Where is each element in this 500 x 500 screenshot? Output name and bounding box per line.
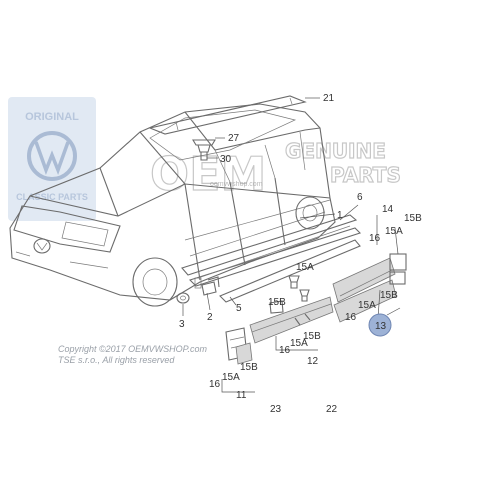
moulding-11	[225, 327, 253, 365]
callout-15b-left[interactable]: 15B	[240, 362, 258, 373]
callout-15a-mid-2[interactable]: 15A	[290, 338, 308, 349]
callout-15a-left[interactable]: 15A	[222, 372, 240, 383]
callout-15b-top[interactable]: 15B	[404, 213, 422, 224]
callout-15b-mid-2[interactable]: 15B	[303, 331, 321, 342]
callout-12[interactable]: 12	[307, 356, 319, 367]
watermark-site-text: oemvwshop.com	[210, 181, 263, 188]
watermark-original-text: ORIGINAL	[25, 111, 79, 123]
watermark-parts-text: PARTS	[330, 163, 401, 187]
sill-trim-strips	[181, 214, 362, 303]
callout-15a-top[interactable]: 15A	[385, 226, 403, 237]
watermark-classic-parts-text: CLASSIC PARTS	[16, 192, 88, 202]
moulding-13	[332, 253, 407, 323]
vw-logo-icon	[27, 131, 77, 181]
vw-classic-parts-watermark: ORIGINAL CLASSIC PARTS	[8, 97, 96, 221]
oem-genuine-parts-watermark: OEM GENUINE PARTS oemvwshop.com	[149, 138, 401, 201]
callout-22[interactable]: 22	[326, 404, 338, 415]
callout-6[interactable]: 6	[357, 192, 363, 203]
callout-11[interactable]: 11	[236, 390, 247, 401]
copyright-line-2: TSE s.r.o., All rights reserved	[58, 355, 175, 365]
callout-30[interactable]: 30	[220, 154, 232, 165]
watermark-genuine-text: GENUINE	[285, 139, 386, 163]
callout-15a-right[interactable]: 15A	[358, 300, 376, 311]
highlight-marker-13	[368, 313, 392, 337]
callout-27[interactable]: 27	[228, 133, 240, 144]
callout-1[interactable]: 1	[337, 210, 343, 221]
callout-2[interactable]: 2	[207, 312, 213, 323]
callout-14[interactable]: 14	[382, 204, 394, 215]
leader-lines	[182, 97, 401, 393]
callout-15b-right[interactable]: 15B	[380, 290, 398, 301]
part-30-clip	[192, 139, 216, 161]
moulding-12	[249, 296, 334, 344]
callout-21[interactable]: 21	[323, 93, 335, 104]
callout-16-left[interactable]: 16	[209, 379, 221, 390]
trim-clips-mid	[269, 275, 310, 314]
callout-23[interactable]: 23	[270, 404, 282, 415]
callout-15b-mid[interactable]: 15B	[268, 297, 286, 308]
callout-3[interactable]: 3	[179, 319, 185, 330]
callout-13[interactable]: 13	[375, 321, 387, 332]
copyright-line-1: Copyright ©2017 OEMVWSHOP.com	[58, 344, 208, 354]
vw-logo-mark-icon	[34, 141, 70, 175]
car-illustration	[9, 95, 336, 307]
oem-logo-icon: OEM	[150, 147, 266, 201]
part-3-grommet	[176, 292, 190, 304]
part-2-clips	[194, 276, 220, 296]
callout-15a-mid[interactable]: 15A	[296, 262, 314, 273]
callout-16-top[interactable]: 16	[369, 233, 381, 244]
callout-16-mid[interactable]: 16	[279, 345, 291, 356]
callout-16-right[interactable]: 16	[345, 312, 357, 323]
callout-5[interactable]: 5	[236, 303, 242, 314]
